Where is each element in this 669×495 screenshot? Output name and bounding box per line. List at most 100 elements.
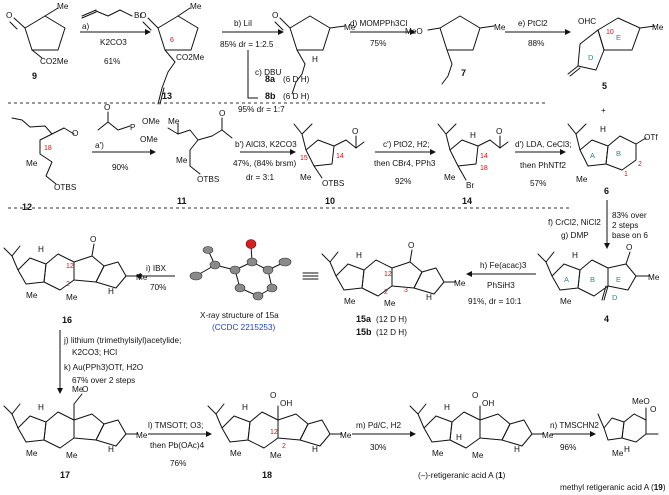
step-k-yield: 67% over 2 steps: [72, 376, 135, 385]
ring-number-2: 2: [66, 281, 70, 288]
atom-me: Me: [26, 291, 38, 300]
step-a-yield: 61%: [104, 57, 120, 66]
step-c-prime-label: c') PtO2, H2;: [383, 140, 430, 149]
compound-5-structure: OHC Me 10 E D: [567, 17, 664, 77]
compound-label-17: 17: [60, 470, 70, 480]
step-e-yield: 88%: [528, 39, 544, 48]
atom-br: Br: [466, 181, 474, 190]
ring-letter-b: B: [590, 275, 595, 284]
ring-letter-b: B: [616, 149, 621, 158]
compound-15-structure: O Me Me Me H H 12 2 3: [321, 241, 466, 308]
atom-meo: MeO: [632, 397, 650, 406]
compound-name-1: (–)-retigeranic acid A (1): [418, 471, 506, 480]
compound-label-8b: 8b: [265, 91, 276, 101]
atom-me: Me: [648, 273, 660, 282]
atom-otbs: OTBS: [197, 175, 220, 184]
atom-me: Me: [344, 23, 356, 32]
atom-h: H: [38, 403, 44, 412]
atom-me: Me: [576, 175, 588, 184]
atom-o: O: [626, 243, 632, 252]
atom-p: P: [130, 123, 136, 132]
atom-o: O: [650, 405, 656, 414]
ring-letter-d: D: [588, 53, 594, 62]
atom-h: H: [456, 433, 462, 442]
ring-number-2: 2: [384, 289, 388, 296]
ring-number-12: 12: [66, 263, 74, 270]
step-a-conditions: K2CO3: [100, 38, 127, 47]
ring-number-12: 12: [270, 429, 278, 436]
step-d-label: d) MOMPPh3Cl: [350, 19, 408, 28]
step-l-then: then Pb(OAc)4: [150, 441, 205, 450]
ring-number-18: 18: [480, 165, 488, 172]
atom-me: Me: [612, 449, 624, 458]
atom-h: H: [572, 251, 578, 260]
arrowhead-e: [565, 29, 571, 35]
ring-number-3: 3: [404, 287, 408, 294]
atom-h: H: [444, 403, 450, 412]
compound-label-15a: 15a: [356, 314, 372, 324]
ring-number-2: 2: [282, 443, 286, 450]
ring-letter-a: A: [590, 151, 595, 160]
atom-me: Me: [168, 117, 180, 126]
step-m-yield: 30%: [370, 443, 386, 452]
atom-br: Br: [134, 11, 142, 20]
step-fg-yield-1: 83% over: [612, 211, 647, 220]
compound-label-10: 10: [325, 196, 335, 206]
atom-me: Me: [66, 451, 78, 460]
ring-number-6: 6: [170, 37, 174, 44]
ring-number-14: 14: [336, 153, 344, 160]
step-b-prime-label: b') AlCl3, K2CO3: [235, 140, 297, 149]
arrowhead-a-prime: [150, 149, 156, 155]
compound-label-11: 11: [177, 196, 187, 206]
ring-letter-a: A: [564, 275, 569, 284]
step-l-yield: 76%: [170, 459, 186, 468]
atom-me: Me: [472, 451, 484, 460]
step-l-label: l) TMSOTf; O3;: [148, 421, 203, 430]
atom-me: Me: [384, 299, 396, 308]
arrowhead-a: [145, 29, 151, 35]
step-d-prime-label: d') LDA, CeCl3;: [515, 140, 572, 149]
arrowhead-b-prime: [290, 149, 296, 155]
compound-label-7: 7: [461, 68, 466, 78]
compound-label-6: 6: [604, 186, 609, 196]
step-b-prime-dr: dr = 3:1: [246, 173, 274, 182]
atom-o: O: [352, 127, 358, 136]
compound-13-structure: O Me CO2Me 6: [140, 2, 205, 105]
atom-me: Me: [176, 156, 188, 165]
step-c-prime-then: then CBr4, PPh3: [374, 159, 436, 168]
atom-h: H: [108, 287, 114, 296]
ring-number-12: 12: [384, 271, 392, 278]
atom-co2me: CO2Me: [176, 53, 205, 62]
arrowhead-b: [278, 29, 284, 35]
atom-o: O: [272, 11, 278, 20]
step-e-label: e) PtCl2: [518, 19, 548, 28]
ring-number-10: 10: [606, 29, 614, 36]
atom-o: O: [72, 129, 78, 138]
xray-ccdc-link[interactable]: (CCDC 2215253): [212, 323, 276, 332]
step-a-label: a): [82, 22, 90, 31]
compound-label-16: 16: [62, 315, 72, 325]
compound-18-structure: O OH Me Me Me H H 12 2: [207, 391, 352, 460]
step-i-label: i) IBX: [146, 264, 167, 273]
ring-number-14: 14: [480, 153, 488, 160]
atom-o: O: [496, 127, 502, 136]
step-a-prime-label: a'): [95, 141, 104, 150]
atom-ome: OMe: [142, 117, 160, 126]
step-c-yield: 95% dr = 1:7: [238, 105, 285, 114]
atom-o: O: [219, 109, 225, 118]
atom-ome: OMe: [140, 135, 158, 144]
step-c-label: c) DBU: [255, 68, 281, 77]
step-fg-yield-3: base on 6: [612, 231, 648, 240]
atom-h: H: [108, 445, 114, 454]
bromobutyne-reagent: Br: [81, 9, 142, 20]
stereo-15b: (12 D H): [376, 328, 407, 337]
atom-meo: MeO: [405, 27, 423, 36]
compound-label-15b: 15b: [356, 327, 372, 337]
compound-6-structure: OTf Me H A B 2 1: [567, 123, 658, 184]
ring-number-15: 15: [300, 155, 308, 162]
atom-me: Me: [26, 159, 38, 168]
atom-me: Me: [444, 173, 456, 182]
atom-me: Me: [652, 23, 664, 32]
atom-me: Me: [26, 449, 38, 458]
atom-me: Me: [560, 297, 572, 306]
